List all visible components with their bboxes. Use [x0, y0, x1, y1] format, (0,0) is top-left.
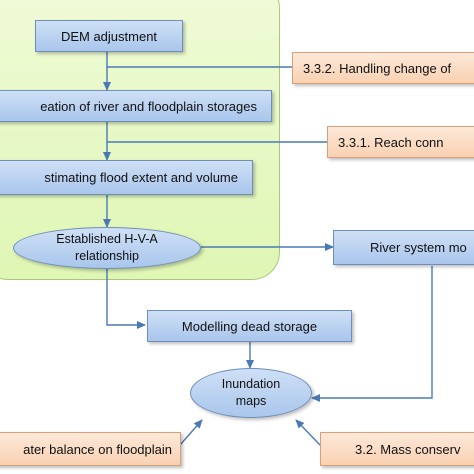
arrow-mass-conservation-to-inundation: [295, 419, 321, 446]
dead-storage-label: Modelling dead storage: [181, 318, 318, 334]
river-system-model-box: River system mo: [333, 230, 474, 265]
river-floodplain-storages-box: eation of river and floodplain storages: [0, 90, 272, 122]
inundation-maps-label-2: maps: [235, 394, 267, 408]
mass-conservation-box: 3.2. Mass conserv: [320, 432, 474, 466]
water-balance-box: ater balance on floodplain: [0, 432, 181, 466]
dem-adjustment-box: DEM adjustment: [35, 20, 183, 52]
river-floodplain-storages-label: eation of river and floodplain storages: [40, 98, 257, 114]
hva-relationship-ellipse: Established H-V-A relationship: [13, 227, 201, 269]
flood-extent-volume-box: stimating flood extent and volume: [0, 160, 253, 195]
river-system-model-label: River system mo: [370, 240, 467, 255]
hva-relationship-label-2: relationship: [75, 249, 139, 263]
arrow-water-balance-to-inundation: [179, 419, 203, 446]
inundation-maps-ellipse: Inundation maps: [190, 368, 312, 418]
flood-extent-volume-label: stimating flood extent and volume: [44, 170, 238, 185]
arrow-river-model-to-inundation: [311, 266, 433, 402]
dead-storage-box: Modelling dead storage: [147, 310, 352, 342]
handling-change-label: 3.3.2. Handling change of: [303, 60, 452, 76]
mass-conservation-label: 3.2. Mass conserv: [355, 441, 461, 457]
dem-adjustment-label: DEM adjustment: [60, 28, 158, 44]
inundation-maps-label-1: Inundation: [221, 377, 281, 391]
handling-change-box: 3.3.2. Handling change of: [292, 52, 474, 84]
reach-connection-label: 3.3.1. Reach conn: [338, 134, 444, 150]
reach-connection-box: 3.3.1. Reach conn: [327, 126, 474, 158]
arrow-hva-to-dead-storage: [106, 267, 146, 329]
hva-relationship-label-1: Established H-V-A: [56, 232, 158, 246]
water-balance-label: ater balance on floodplain: [23, 441, 172, 457]
